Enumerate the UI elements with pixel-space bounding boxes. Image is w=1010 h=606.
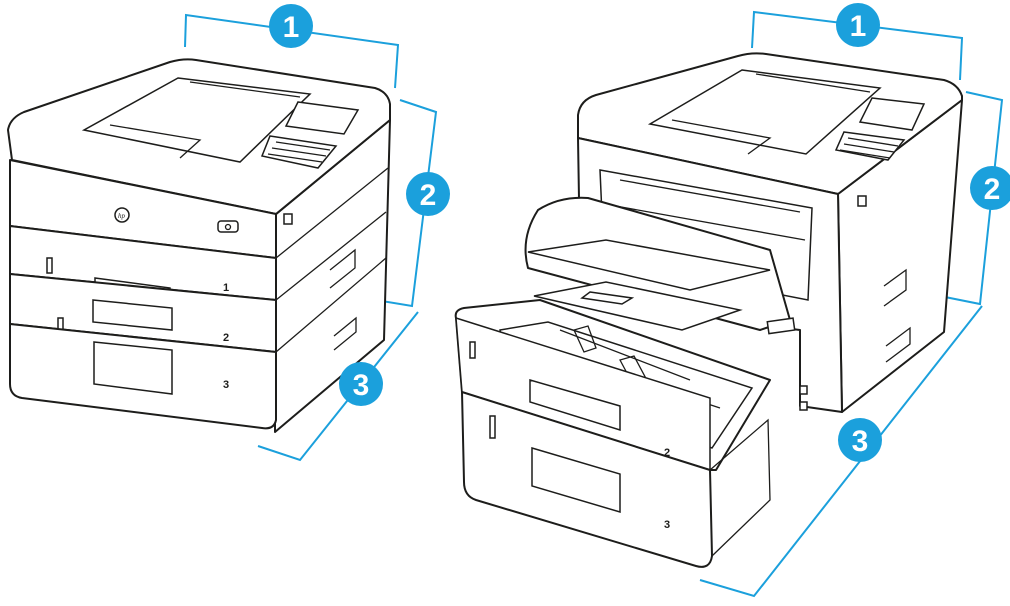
right-tray-3-label: 3 [664, 519, 670, 531]
left-depth-callout: 2 [406, 172, 450, 216]
right-usb-port [858, 196, 866, 206]
svg-text:2: 2 [420, 179, 437, 212]
svg-text:2: 2 [984, 173, 1001, 206]
svg-text:hp: hp [118, 212, 126, 220]
left-tray-2-label: 2 [223, 332, 229, 344]
power-button-icon[interactable] [218, 221, 238, 232]
left-height-callout: 3 [339, 362, 383, 406]
right-height-callout: 3 [838, 418, 882, 462]
right-depth-callout: 2 [970, 166, 1010, 210]
svg-text:1: 1 [850, 10, 867, 43]
right-width-callout: 1 [836, 3, 880, 47]
left-tray-3-handle[interactable] [94, 342, 172, 394]
left-tray-3-label: 3 [223, 379, 229, 391]
svg-text:3: 3 [852, 425, 869, 458]
svg-text:3: 3 [353, 369, 370, 402]
left-usb-port [284, 214, 292, 224]
right-printer-open: 2 3 [456, 12, 1002, 596]
left-width-callout: 1 [269, 4, 313, 48]
svg-text:1: 1 [283, 11, 300, 44]
left-tray-1-label: 1 [223, 282, 229, 294]
